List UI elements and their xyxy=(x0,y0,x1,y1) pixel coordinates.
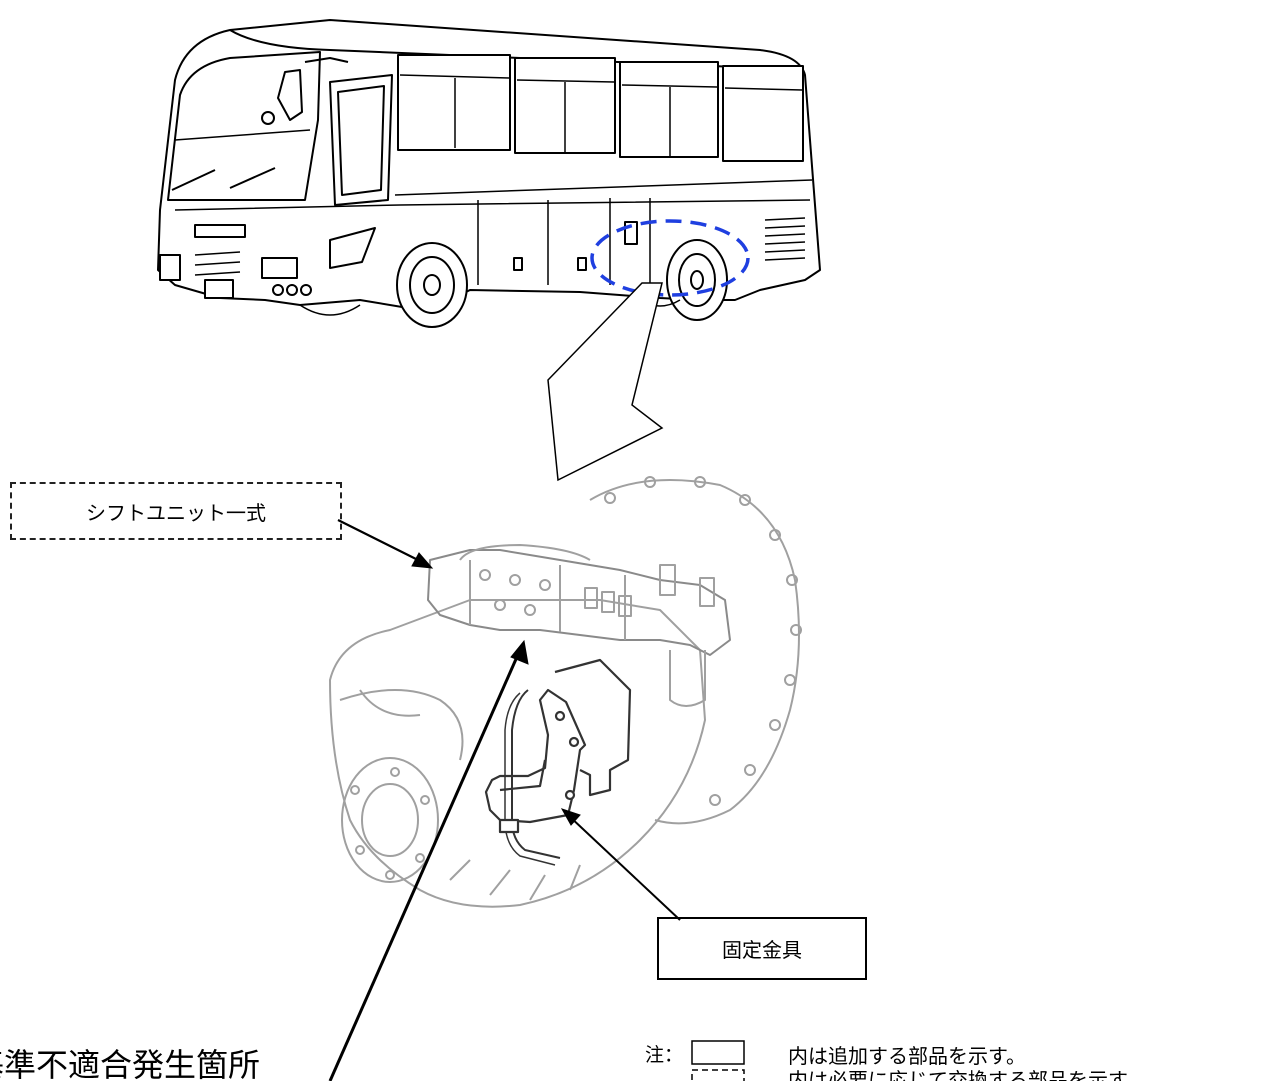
transmission-illustration xyxy=(329,476,802,908)
defect-location-label: 基準不適合発生箇所 xyxy=(0,1046,261,1081)
shift-unit-label-box: シフトユニット一式 xyxy=(10,482,342,540)
fixing-bracket-label-box: 固定金具 xyxy=(657,917,867,980)
legend-prefix: 注： xyxy=(645,1044,684,1066)
legend-solid-box xyxy=(691,1040,745,1065)
leader-lines xyxy=(328,519,681,1081)
highlight-ellipse xyxy=(590,219,750,297)
legend-dashed-box xyxy=(691,1069,745,1081)
legend-solid-note: 内は追加する部品を示す。 xyxy=(788,1044,1026,1068)
bus-illustration xyxy=(157,19,821,328)
legend-dashed-note: 内は必要に応じて交換する部品を示す。 xyxy=(788,1068,1146,1081)
fixing-bracket-part xyxy=(484,658,632,866)
fixing-bracket-label: 固定金具 xyxy=(722,938,802,962)
zoom-callout-arrow xyxy=(547,282,664,482)
shift-unit-label: シフトユニット一式 xyxy=(86,500,266,525)
